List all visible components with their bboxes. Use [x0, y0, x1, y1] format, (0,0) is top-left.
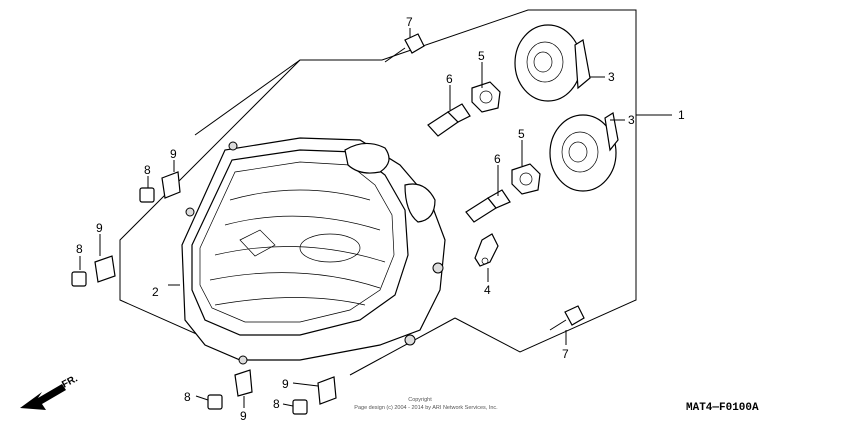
- copyright-notice: Page design (c) 2004 - 2014 by ARI Netwo…: [354, 405, 498, 411]
- socket-cap-upper: [514, 24, 591, 102]
- callout-1: 1: [678, 108, 685, 122]
- assembly-frame: [119, 9, 637, 376]
- callout-8-bottom-left: 8: [184, 390, 191, 404]
- front-direction-arrow-icon: [20, 384, 66, 410]
- bulb-upper: [427, 103, 471, 137]
- direction-label: FR.: [60, 373, 80, 390]
- nut-left-bottom: [71, 271, 87, 287]
- diagram-code: MAT4—F0100A: [686, 402, 759, 414]
- bolt-upper: [384, 33, 425, 63]
- callout-2: 2: [152, 285, 159, 299]
- callout-3-lower: 3: [628, 113, 635, 127]
- nut-bottom-right: [292, 399, 308, 415]
- copyright-title: Copyright: [408, 397, 432, 403]
- clip-left-bottom: [94, 255, 116, 283]
- callout-7-lower: 7: [562, 347, 569, 361]
- callout-9-bottom-right: 9: [282, 377, 289, 391]
- nut-bottom-left: [207, 394, 223, 410]
- callout-4: 4: [484, 283, 491, 297]
- clip-bottom-right: [317, 376, 337, 405]
- callout-8-left-top: 8: [144, 163, 151, 177]
- callout-3-upper: 3: [608, 70, 615, 84]
- callout-7-upper: 7: [406, 15, 413, 29]
- callout-5-lower: 5: [518, 127, 525, 141]
- callout-8-bottom-right: 8: [273, 397, 280, 411]
- callout-6-upper: 6: [446, 72, 453, 86]
- leader-lines: [79, 28, 672, 408]
- callout-9-bottom-left: 9: [240, 409, 247, 423]
- callout-9-left-top: 9: [170, 147, 177, 161]
- callout-5-upper: 5: [478, 49, 485, 63]
- bolt-lower: [549, 305, 585, 331]
- bulb-lower: [465, 189, 511, 223]
- callout-6-lower: 6: [494, 152, 501, 166]
- bulb-socket-upper: [471, 81, 501, 113]
- nut-left-top: [139, 187, 155, 203]
- bulb-socket-lower: [511, 163, 541, 195]
- callout-8-left-bottom: 8: [76, 242, 83, 256]
- socket-cap-lower: [549, 112, 619, 192]
- clip-bottom-left: [234, 369, 253, 397]
- clip-left-top: [161, 171, 181, 199]
- headlight-housing: [181, 137, 446, 365]
- position-bulb: [474, 233, 499, 267]
- callout-9-left-bottom: 9: [96, 221, 103, 235]
